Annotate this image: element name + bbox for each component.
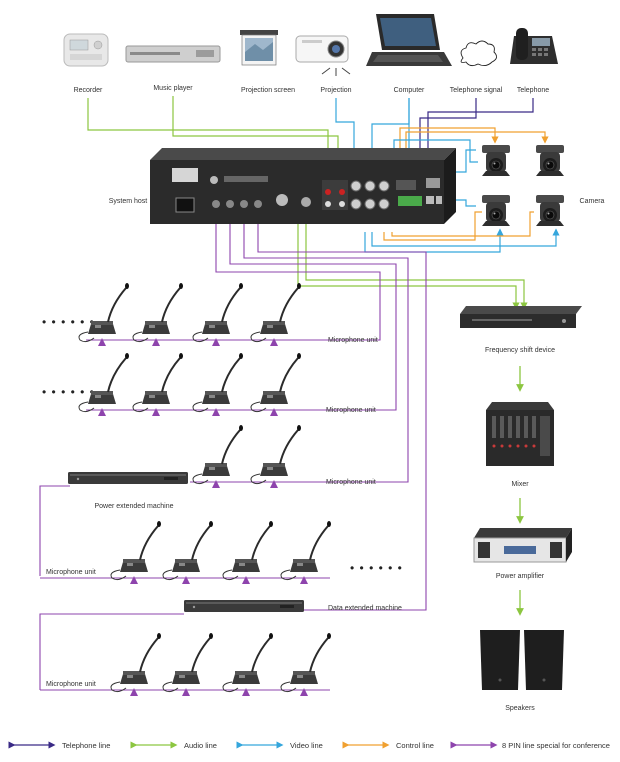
projection-screen-device — [240, 30, 278, 66]
legend-item-telephone: Telephone line — [8, 741, 110, 750]
mic-unit-label-4: Microphone unit — [46, 569, 96, 576]
mic-unit-label-3: Microphone unit — [326, 479, 376, 486]
mic-row-3: Microphone unit Power extended machine — [39, 424, 376, 576]
power-amplifier-label: Power amplifier — [496, 573, 545, 580]
computer-label: Computer — [394, 87, 425, 94]
mic-row-1: • • • • • • Microphone unit — [42, 282, 378, 346]
camera-3 — [481, 194, 511, 227]
mic-unit-label-5: Microphone unit — [46, 681, 96, 688]
speakers-label: Speakers — [505, 705, 535, 712]
music-player-device — [125, 45, 221, 63]
system-host-label: System host — [109, 198, 148, 205]
legend-label-audio: Audio line — [184, 741, 217, 750]
data-extended-label: Data extended machine — [328, 605, 402, 612]
legend-label-control: Control line — [396, 741, 434, 750]
mic-row-5: Data extended machine Microphone unit — [39, 600, 426, 696]
telephone-label: Telephone — [517, 87, 549, 94]
mixer-label: Mixer — [511, 481, 529, 488]
legend-label-telephone: Telephone line — [62, 741, 110, 750]
recorder-label: Recorder — [74, 87, 103, 94]
legend-item-control: Control line — [342, 741, 434, 750]
frequency-shift-device — [460, 306, 582, 328]
mic-row-4: Microphone unit • • • • • • — [40, 520, 403, 584]
music-player-label: Music player — [153, 85, 193, 92]
mic-unit-label-2: Microphone unit — [326, 407, 376, 414]
telephone-signal-cloud-icon — [460, 40, 497, 67]
power-amplifier-device — [473, 528, 572, 563]
recorder-device — [63, 33, 109, 67]
camera-label: Camera — [580, 198, 605, 205]
power-extended-label: Power extended machine — [95, 503, 174, 510]
legend-label-video: Video line — [290, 741, 323, 750]
legend-item-audio: Audio line — [130, 741, 217, 750]
frequency-shift-label: Frequency shift device — [485, 347, 555, 354]
projector-device — [295, 35, 351, 76]
ellipsis-icon: • • • • • • — [350, 561, 403, 575]
legend-item-video: Video line — [236, 741, 323, 750]
telephone-device — [510, 28, 558, 64]
legend: Telephone line Audio line Video line Con… — [8, 741, 610, 750]
laptop-device — [366, 14, 452, 66]
speakers-device — [480, 630, 564, 690]
camera-4 — [535, 194, 565, 227]
power-extended-machine-device — [68, 472, 188, 484]
camera-1 — [481, 144, 511, 177]
mixer-device — [486, 402, 554, 466]
projection-label: Projection — [320, 87, 351, 94]
legend-label-8pin: 8 PIN line special for conference — [502, 741, 610, 750]
mic-row-2: • • • • • • Microphone unit — [42, 352, 376, 416]
camera-2 — [535, 144, 565, 177]
mic-unit-label-1: Microphone unit — [328, 337, 378, 344]
telephone-signal-label: Telephone signal — [450, 87, 503, 94]
legend-item-8pin: 8 PIN line special for conference — [450, 741, 610, 750]
projection-screen-label: Projection screen — [241, 87, 295, 94]
data-extended-machine-device — [184, 600, 304, 612]
ellipsis-icon: • • • • • • — [42, 315, 95, 329]
ellipsis-icon: • • • • • • — [42, 385, 95, 399]
system-host-device — [150, 148, 456, 224]
